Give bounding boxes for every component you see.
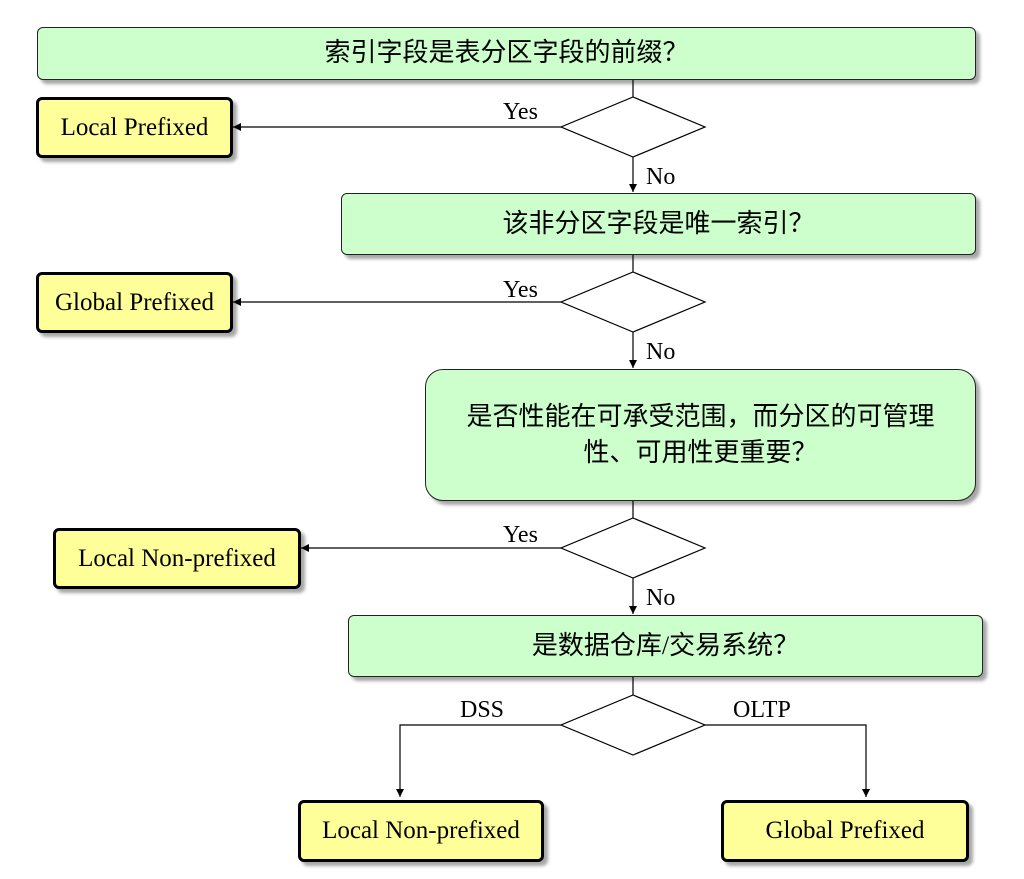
question-4-box: 是数据仓库/交易系统？ xyxy=(348,615,983,677)
no-label-3: No xyxy=(646,585,676,611)
oltp-label: OLTP xyxy=(733,697,791,723)
question-1-text: 索引字段是表分区字段的前缀？ xyxy=(324,38,689,68)
yes-label-1: Yes xyxy=(503,99,538,125)
question-2-box: 该非分区字段是唯一索引？ xyxy=(341,193,976,255)
answer-local-prefixed: Local Prefixed xyxy=(36,97,233,158)
answer-local-nonprefixed-2-label: Local Non-prefixed xyxy=(322,817,520,844)
answer-local-nonprefixed-2: Local Non-prefixed xyxy=(298,800,544,862)
arrow-d4-oltp xyxy=(705,724,870,797)
question-3-box: 是否性能在可承受范围，而分区的可管理性、可用性更重要？ xyxy=(425,369,976,501)
yes-label-3: Yes xyxy=(503,522,538,548)
question-2-text: 该非分区字段是唯一索引？ xyxy=(502,208,815,238)
question-3-text: 是否性能在可承受范围，而分区的可管理性、可用性更重要？ xyxy=(466,401,935,467)
decision-diamond-2 xyxy=(559,271,707,333)
question-4-text: 是数据仓库/交易系统？ xyxy=(531,630,800,660)
no-label-2: No xyxy=(646,339,676,365)
arrow-d4-dss xyxy=(396,724,561,797)
answer-global-prefixed-2: Global Prefixed xyxy=(721,800,969,862)
decision-diamond-3 xyxy=(559,517,707,579)
answer-local-nonprefixed-1: Local Non-prefixed xyxy=(53,528,301,589)
answer-global-prefixed-1-label: Global Prefixed xyxy=(55,288,214,316)
dss-label: DSS xyxy=(460,697,505,723)
decision-diamond-4 xyxy=(559,694,707,756)
decision-diamond-1 xyxy=(559,96,707,158)
answer-global-prefixed-2-label: Global Prefixed xyxy=(765,817,925,844)
no-label-1: No xyxy=(646,164,676,190)
question-1-box: 索引字段是表分区字段的前缀？ xyxy=(37,27,976,80)
answer-local-nonprefixed-1-label: Local Non-prefixed xyxy=(78,544,276,572)
yes-label-2: Yes xyxy=(503,277,538,303)
answer-global-prefixed-1: Global Prefixed xyxy=(36,272,233,333)
answer-local-prefixed-label: Local Prefixed xyxy=(60,113,209,141)
